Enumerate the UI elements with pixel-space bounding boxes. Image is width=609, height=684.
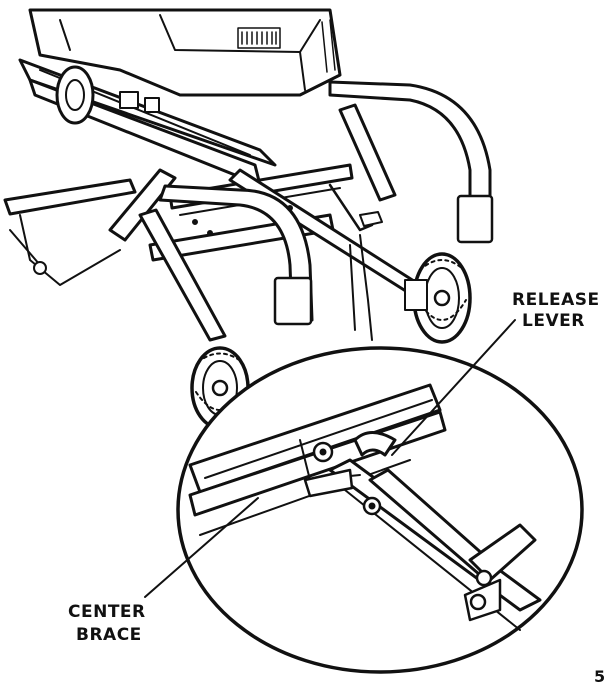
figure-number-fragment: 5 [594, 667, 605, 684]
wheel-right [404, 252, 472, 344]
release-lever-label-line1: RELEASE [512, 290, 600, 310]
release-lever-callout: RELEASE LEVER [391, 290, 600, 456]
release-lever-label-line2: LEVER [522, 311, 585, 331]
detail-magnifier [176, 346, 584, 674]
center-brace-label-line2: BRACE [76, 625, 142, 645]
stand-frame [3, 80, 494, 342]
saw-body [18, 8, 342, 187]
center-brace-callout: CENTER BRACE [68, 497, 259, 645]
center-brace-label-line1: CENTER [68, 602, 146, 622]
